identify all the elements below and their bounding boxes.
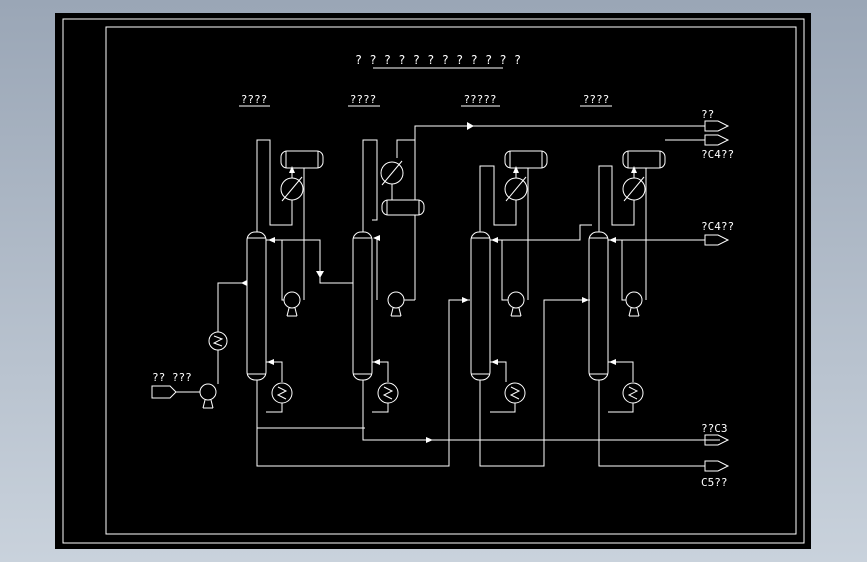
c5-bottom-label: C5?? (701, 476, 728, 489)
reflux-drum-3 (504, 150, 548, 169)
reboiler-4 (622, 382, 644, 404)
reflux-arrow-3 (491, 237, 498, 243)
c4-side-arrow (704, 234, 730, 246)
process-flow-diagram: ? ? ? ? ? ? ? ? ? ? ? ? ???? ???? ????? … (62, 18, 805, 544)
feed-pump (199, 383, 217, 409)
top-product-label: ?? (701, 108, 714, 121)
condenser-4 (622, 176, 646, 202)
feed-preheater (208, 331, 228, 351)
distillation-column-2 (352, 231, 373, 381)
condenser-3 (504, 176, 528, 202)
drum-arrow-1 (289, 166, 295, 173)
reboil-arrow-4 (609, 359, 616, 365)
drum-arrow-4 (631, 166, 637, 173)
reflux-arrow-1 (268, 237, 275, 243)
reboil-arrow-1 (267, 359, 274, 365)
reflux-pump-2 (387, 291, 405, 317)
section-label-2: ???? (350, 93, 377, 106)
c4-top-label: ?C4?? (701, 148, 734, 161)
reboiler-3 (504, 382, 526, 404)
reflux-drum-2 (381, 199, 425, 216)
condenser-2 (380, 160, 404, 186)
condenser-1 (280, 176, 304, 202)
distillation-column-1 (246, 231, 267, 381)
c5-bottom-arrow (704, 460, 730, 472)
reflux-drum-4 (622, 150, 666, 169)
reboil-arrow-3 (491, 359, 498, 365)
section-label-4: ???? (583, 93, 610, 106)
c4-top-arrow (704, 134, 730, 146)
reflux-pump-1 (283, 291, 301, 317)
inner-frame (105, 26, 797, 535)
outer-frame (62, 18, 805, 544)
distillation-column-3 (470, 231, 491, 381)
c3-bottom-arrow (704, 434, 730, 446)
drawing-canvas: ? ? ? ? ? ? ? ? ? ? ? ? ???? ???? ????? … (55, 13, 811, 549)
c4-side-label: ?C4?? (701, 220, 734, 233)
feed-label: ?? ??? (152, 371, 192, 384)
c3-bottom-label: ??C3 (701, 422, 728, 435)
reboiler-1 (271, 382, 293, 404)
flow-arrow-c4-feed (582, 297, 589, 303)
reflux-pump-3 (507, 291, 525, 317)
flow-arrow-feed (241, 280, 247, 286)
feed-arrow (151, 385, 177, 399)
flow-arrow-bottom (426, 437, 433, 443)
drum-arrow-3 (513, 166, 519, 173)
top-product-arrow (704, 120, 730, 132)
distillation-column-4 (588, 231, 609, 381)
flow-arrow-top (467, 122, 474, 130)
drawing-title: ? ? ? ? ? ? ? ? ? ? ? ? (355, 53, 521, 67)
section-label-3: ????? (463, 93, 496, 106)
flow-arrow-c1-c2 (316, 271, 324, 278)
reflux-drum-1 (280, 150, 324, 169)
reboiler-2 (377, 382, 399, 404)
section-label-1: ???? (241, 93, 268, 106)
flow-arrow-c3-feed (462, 297, 469, 303)
reflux-pump-4 (625, 291, 643, 317)
reflux-arrow-2 (373, 235, 380, 241)
reflux-arrow-4 (609, 237, 616, 243)
reboil-arrow-2 (373, 359, 380, 365)
